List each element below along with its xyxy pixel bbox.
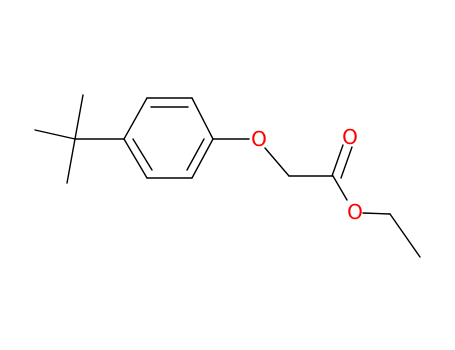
ring-double-inner-3: [132, 138, 153, 171]
bond-o1-ch2: [264, 147, 290, 177]
bond-methyl-left: [34, 129, 76, 140]
ring-bond-6: [123, 138, 148, 179]
bond-methyl-bottom: [66, 138, 76, 184]
bond-methyl-top: [74, 94, 84, 140]
ring-double-inner-2: [186, 138, 205, 171]
bond-ethyl: [389, 213, 421, 258]
bond-carbonyl-o3: [332, 175, 348, 201]
bond-carbonyl-double-b: [340, 146, 353, 179]
bond-o3-ethyl: [362, 212, 391, 215]
bond-carbonyl-double-a: [331, 144, 344, 177]
ring-bond-1: [123, 97, 148, 140]
atom-ether-oxygen: O: [251, 127, 267, 151]
atom-ester-oxygen: O: [347, 200, 363, 224]
atom-carbonyl-oxygen: O: [342, 125, 358, 149]
ring-bond-4: [191, 138, 214, 179]
ring-bond-3: [191, 97, 214, 140]
